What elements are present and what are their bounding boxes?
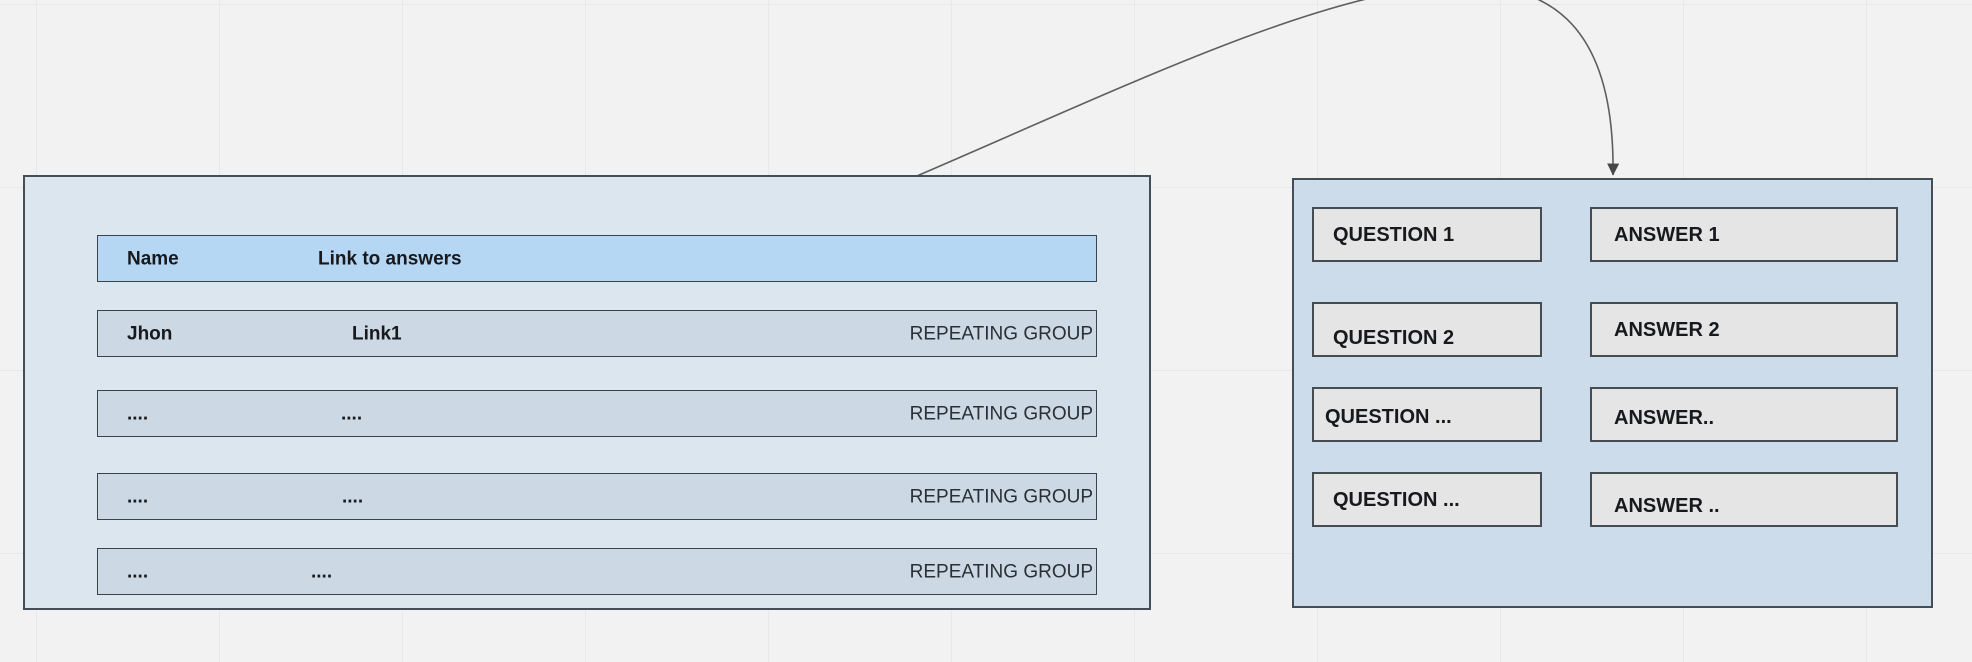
row-link-value: .... [311,561,333,582]
question-box[interactable]: QUESTION 1 [1312,207,1542,262]
row-name-value: .... [127,486,149,507]
question-box[interactable]: QUESTION ... [1312,472,1542,527]
answer-label: ANSWER .. [1614,494,1720,517]
row-link-value: .... [341,403,363,424]
answer-box[interactable]: ANSWER.. [1590,387,1898,442]
repeating-group-label: REPEATING GROUP [909,403,1093,424]
answer-box[interactable]: ANSWER 1 [1590,207,1898,262]
table-header-row[interactable]: Name Link to answers [97,235,1097,282]
question-label: QUESTION ... [1325,405,1452,428]
answer-label: ANSWER 1 [1614,223,1720,246]
question-label: QUESTION 1 [1333,223,1455,246]
repeating-group-label: REPEATING GROUP [909,561,1093,582]
answers-table-container[interactable]: Name Link to answers Jhon Link1 REPEATIN… [23,175,1151,610]
answer-box[interactable]: ANSWER 2 [1590,302,1898,357]
row-name-value: .... [127,403,149,424]
table-row[interactable]: .... .... REPEATING GROUP [97,548,1097,595]
table-row[interactable]: Jhon Link1 REPEATING GROUP [97,310,1097,357]
row-name-value: .... [127,561,149,582]
header-name-label: Name [127,248,179,269]
row-link-value: Link1 [352,323,402,344]
question-label: QUESTION ... [1333,488,1460,511]
qa-panel-container[interactable]: QUESTION 1 ANSWER 1 QUESTION 2 ANSWER 2 … [1292,178,1933,608]
question-box[interactable]: QUESTION 2 [1312,302,1542,357]
repeating-group-label: REPEATING GROUP [909,486,1093,507]
table-row[interactable]: .... .... REPEATING GROUP [97,390,1097,437]
repeating-group-label: REPEATING GROUP [909,323,1093,344]
answer-label: ANSWER 2 [1614,318,1720,341]
answer-label: ANSWER.. [1614,406,1714,429]
row-link-value: .... [342,486,364,507]
table-row[interactable]: .... .... REPEATING GROUP [97,473,1097,520]
answer-box[interactable]: ANSWER .. [1590,472,1898,527]
header-link-label: Link to answers [318,248,462,269]
row-name-value: Jhon [127,323,173,344]
question-label: QUESTION 2 [1333,326,1455,349]
question-box[interactable]: QUESTION ... [1312,387,1542,442]
